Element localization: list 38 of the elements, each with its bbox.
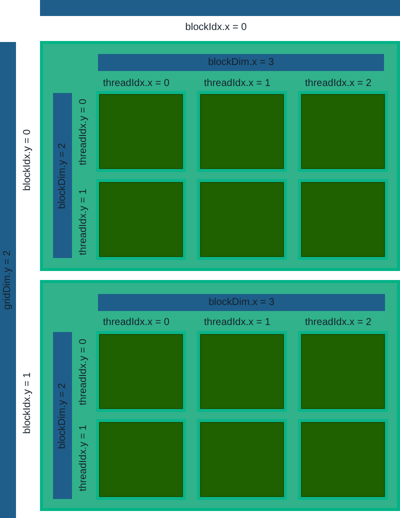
thread-square — [96, 179, 186, 260]
thread-square — [197, 419, 287, 500]
dimension-bar — [53, 93, 72, 258]
dimension-label: gridDim.y = 2 — [2, 250, 14, 310]
block-index-label: blockIdx.y = 1 — [22, 372, 34, 434]
dimension-bar — [98, 54, 384, 71]
thread-index-label: threadIdx.x = 2 — [305, 78, 372, 90]
thread-square — [197, 91, 287, 172]
thread-index-label: threadIdx.x = 2 — [305, 317, 372, 329]
dimension-label: blockDim.x = 3 — [208, 296, 274, 308]
thread-index-label: threadIdx.y = 1 — [78, 424, 90, 492]
thread-square — [96, 419, 186, 500]
dimension-bar — [0, 42, 16, 518]
dimension-bar — [40, 0, 400, 16]
thread-square — [298, 331, 388, 412]
thread-square — [298, 179, 388, 260]
dimension-bar — [98, 294, 385, 311]
block-index-label: blockIdx.y = 0 — [22, 129, 34, 191]
block-panel — [40, 41, 400, 271]
thread-square — [197, 331, 287, 412]
thread-square — [298, 419, 388, 500]
thread-square — [298, 91, 388, 172]
block-index-label: blockIdx.x = 0 — [185, 22, 247, 34]
thread-square — [96, 331, 186, 412]
thread-index-label: threadIdx.x = 0 — [103, 317, 170, 329]
dimension-bar — [53, 332, 72, 499]
thread-index-label: threadIdx.x = 1 — [204, 78, 270, 90]
thread-index-label: threadIdx.y = 1 — [78, 188, 90, 256]
thread-square — [197, 179, 287, 260]
dimension-label: blockDim.y = 2 — [56, 142, 68, 208]
thread-index-label: threadIdx.y = 0 — [78, 338, 90, 406]
thread-index-label: threadIdx.y = 0 — [78, 98, 90, 166]
thread-index-label: threadIdx.x = 1 — [204, 317, 270, 329]
block-panel — [40, 280, 400, 511]
thread-index-label: threadIdx.x = 0 — [103, 78, 170, 90]
dimension-label: blockDim.x = 3 — [208, 56, 274, 68]
dimension-label: blockDim.y = 2 — [56, 382, 68, 448]
thread-square — [96, 91, 186, 172]
